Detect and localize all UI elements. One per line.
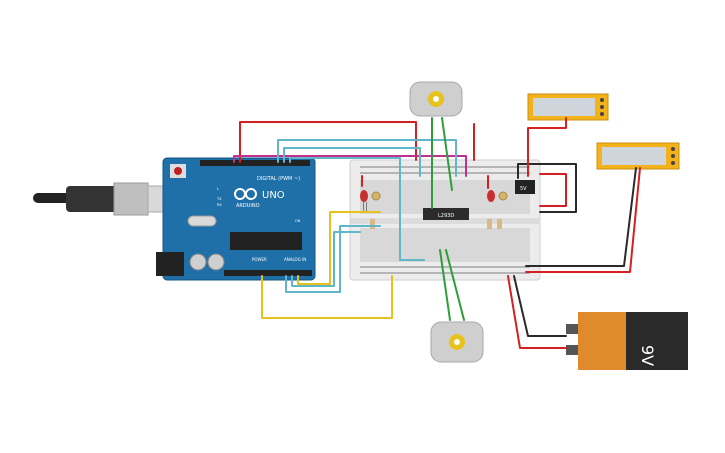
wire-red-4[interactable] (539, 173, 567, 207)
power-label: POWER (252, 257, 267, 262)
dc-motor-top[interactable] (409, 81, 463, 117)
atmega-chip (230, 232, 302, 250)
display-module-bottom[interactable] (596, 142, 680, 170)
model-label: UNO (262, 190, 285, 201)
battery-label: 9V (638, 345, 657, 366)
l293d-chip[interactable]: L293D (423, 208, 469, 220)
voltage-regulator[interactable]: 5V (515, 180, 535, 194)
digital-label: DIGITAL (PWM ~) (257, 176, 300, 182)
photoresistor-left[interactable] (371, 191, 381, 201)
breadboard[interactable] (349, 159, 541, 281)
wire-cyan-4[interactable] (285, 225, 381, 293)
led-left[interactable] (360, 190, 368, 212)
on-label: ON (295, 219, 301, 223)
wire-red-6[interactable] (507, 275, 567, 349)
digital-header[interactable] (200, 160, 310, 166)
wire-yellow-1[interactable] (261, 275, 393, 319)
display-module-top[interactable] (527, 93, 609, 121)
l-label: L (217, 187, 219, 191)
wire-cyan-3[interactable] (289, 157, 425, 261)
wire-cyan-1[interactable] (277, 139, 457, 177)
wire-cyan-2[interactable] (283, 147, 421, 177)
led-right[interactable] (487, 190, 495, 202)
chip-label: L293D (438, 213, 454, 219)
wire-cyan-5[interactable] (291, 231, 361, 287)
wire-green-2[interactable] (441, 117, 453, 191)
wire-black-1[interactable] (517, 163, 577, 213)
crystal (187, 215, 217, 227)
analog-label: ANALOG IN (284, 257, 306, 262)
power-jack[interactable] (156, 252, 184, 276)
wire-yellow-2[interactable] (297, 211, 381, 285)
wire-red-5[interactable] (525, 167, 641, 273)
rx-label: RX (217, 203, 222, 207)
wire-green-4[interactable] (445, 249, 465, 321)
wire-magenta-1[interactable] (233, 155, 467, 177)
analog-header[interactable] (224, 270, 312, 276)
wire-red-3[interactable] (527, 117, 567, 177)
battery-9v[interactable]: 9V (566, 312, 688, 370)
dc-motor-bottom[interactable] (430, 321, 484, 363)
resistor-right[interactable] (487, 219, 502, 229)
tx-label: TX (216, 197, 222, 201)
wire-black-3[interactable] (513, 275, 567, 337)
photoresistor-right[interactable] (498, 191, 508, 201)
arduino-logo-text: ARDUINO (236, 203, 260, 209)
usb-cable[interactable] (33, 182, 171, 216)
arduino-infinity-icon (234, 188, 257, 200)
resistor-left[interactable] (370, 219, 375, 229)
arduino-uno-board[interactable]: DIGITAL (PWM ~) ARDUINO UNO POWER ANALOG… (156, 157, 316, 281)
regulator-label: 5V (520, 186, 527, 192)
wire-green-3[interactable] (439, 249, 451, 321)
wire-black-2[interactable] (525, 167, 637, 267)
